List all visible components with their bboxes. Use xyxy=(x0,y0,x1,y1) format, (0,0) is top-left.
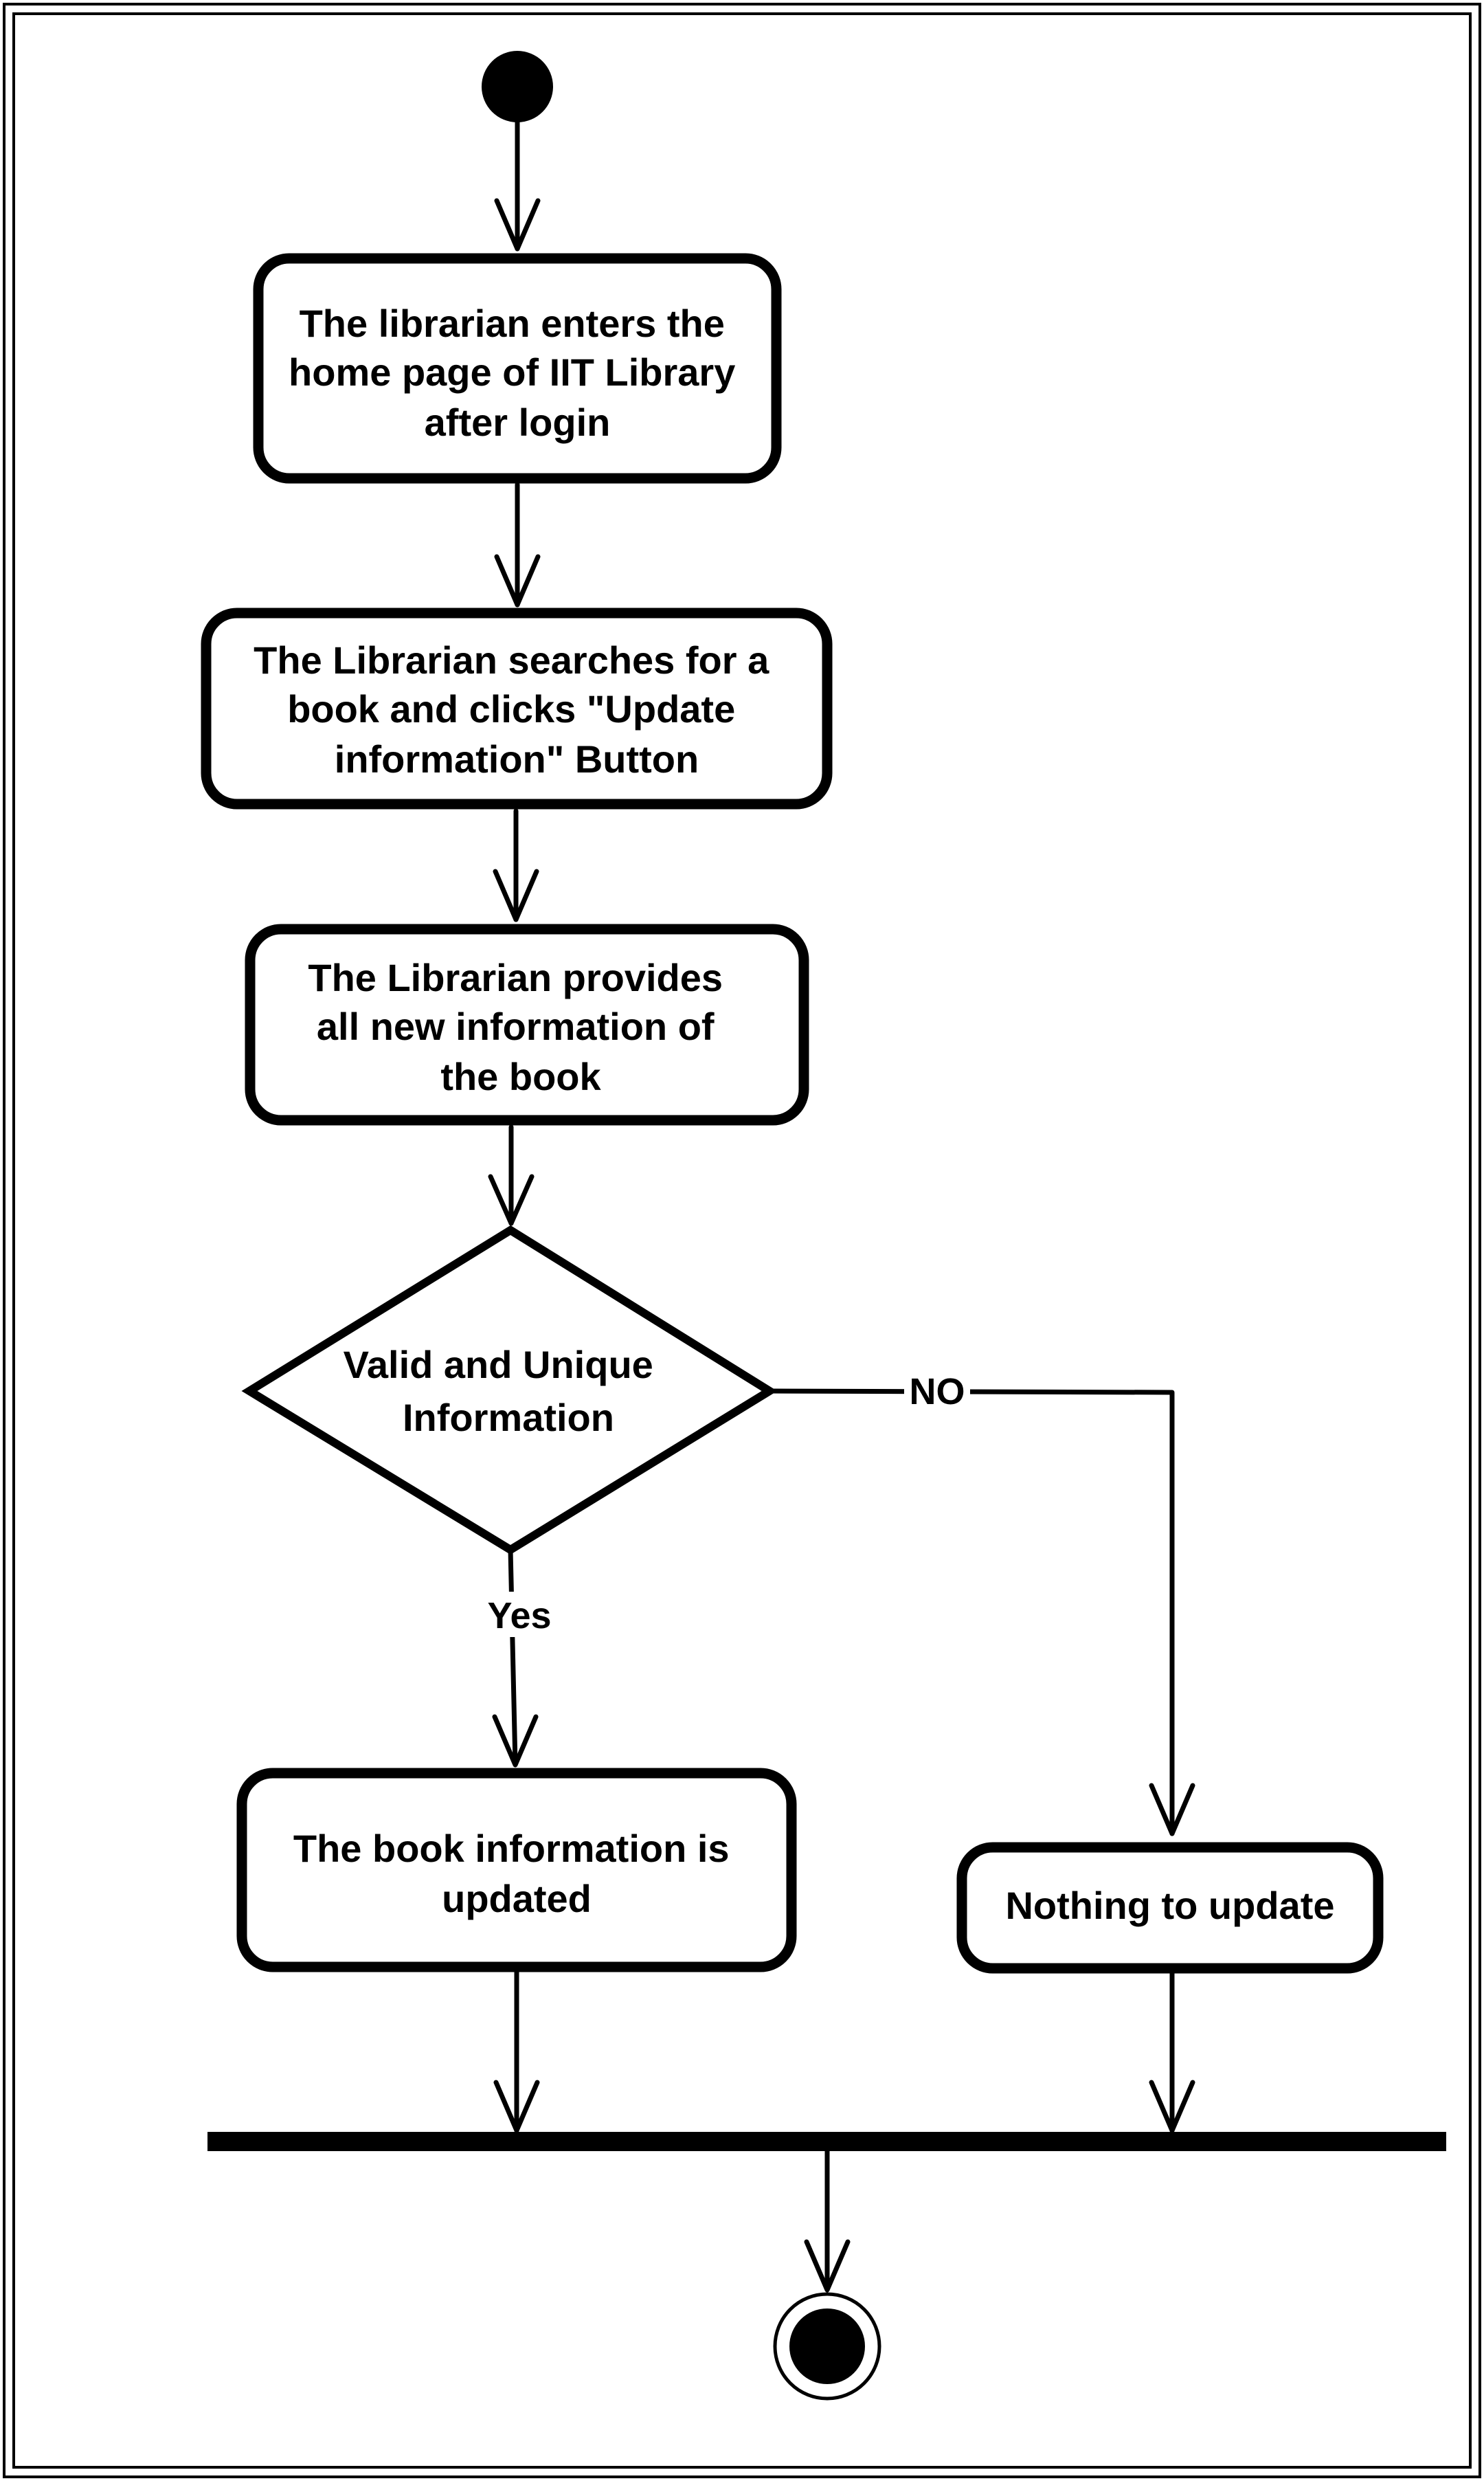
action-nothing-to-update: Nothing to update xyxy=(956,1842,1384,1974)
edge-provide-info-to-decision xyxy=(488,1124,535,1226)
action-nothing-line-1: Nothing to update xyxy=(1005,1884,1334,1927)
outer-frame xyxy=(3,3,1481,2478)
action-search-line-2: book and clicks "Update xyxy=(287,687,735,731)
no-label-background xyxy=(904,1370,970,1412)
svg-text:Nothing to update: Nothing to update xyxy=(1005,1884,1334,1927)
decision-line-2: Information xyxy=(403,1396,614,1439)
action-enter-home-page: The librarian enters the home page of II… xyxy=(253,253,782,484)
final-node xyxy=(773,2292,881,2401)
edge-search-to-provide-info xyxy=(493,808,539,922)
inner-frame xyxy=(12,12,1472,2469)
decision-line-1: Valid and Unique xyxy=(344,1343,653,1386)
edge-join-to-final xyxy=(804,2148,851,2293)
action-provide-line-3: the book xyxy=(440,1055,601,1098)
action-provide-line-2: all new information of xyxy=(317,1005,715,1048)
action-provide-new-information: The Librarian provides all new informati… xyxy=(245,924,809,1126)
action-enter-home-line-1: The librarian enters the xyxy=(300,302,725,345)
action-search-line-1: The Librarian searches for a xyxy=(254,638,769,682)
svg-text:The Librarian provides a: The Librarian provides all new informati… xyxy=(308,956,733,1098)
action-search-line-3: information" Button xyxy=(335,737,699,781)
action-updated-line-1: The book information is xyxy=(293,1827,730,1870)
edge-updated-to-join xyxy=(493,1968,540,2133)
edge-enter-home-to-search xyxy=(494,482,541,608)
edge-decision-yes-branch: Yes xyxy=(481,1547,556,1768)
decision-valid-and-unique: Valid and Unique Information xyxy=(241,1225,778,1555)
edge-decision-no-branch: NO xyxy=(767,1370,1195,1836)
initial-node xyxy=(482,51,553,122)
svg-text:The book information is: The book information is updated xyxy=(293,1827,740,1920)
no-label: NO xyxy=(910,1371,965,1412)
action-enter-home-line-3: after login xyxy=(425,401,611,444)
join-bar xyxy=(207,2132,1446,2151)
edge-nothing-to-join xyxy=(1149,1968,1195,2133)
edge-start-to-enter-home xyxy=(494,118,541,252)
yes-label: Yes xyxy=(487,1595,551,1636)
yes-label-background xyxy=(481,1592,556,1637)
action-provide-line-1: The Librarian provides xyxy=(308,956,723,999)
action-book-information-updated: The book information is updated xyxy=(236,1768,797,1972)
action-enter-home-line-2: home page of IIT Library xyxy=(289,351,735,394)
action-search-and-click-update: The Librarian searches for a book and cl… xyxy=(201,608,833,810)
svg-text:Valid and Unique Informa: Valid and Unique Information xyxy=(344,1343,664,1439)
action-updated-line-2: updated xyxy=(442,1877,592,1920)
svg-text:The Librarian searches for a: The Librarian searches for a book and cl… xyxy=(254,638,780,781)
svg-text:The librarian enters the: The librarian enters the home page of II… xyxy=(289,302,746,444)
